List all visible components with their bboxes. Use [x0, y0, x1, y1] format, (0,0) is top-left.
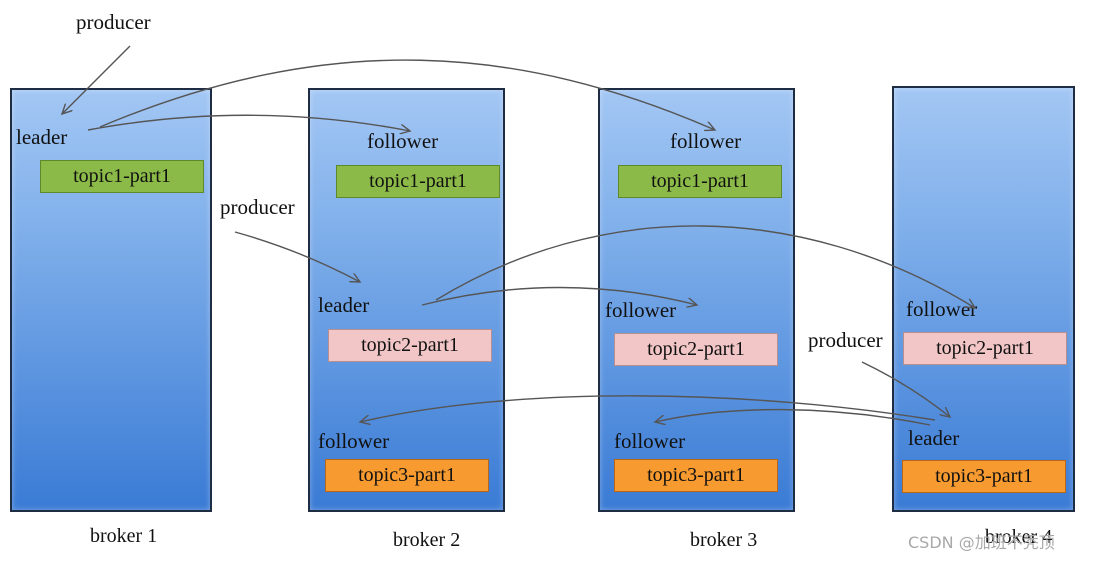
- broker-label-1: broker 1: [90, 525, 158, 547]
- broker-label-2: broker 2: [393, 529, 461, 551]
- broker-4: follower topic2-part1 leader topic3-part…: [892, 86, 1075, 512]
- broker-label-4: broker 4: [985, 526, 1053, 548]
- producer-label-middle: producer: [220, 195, 295, 219]
- leader-label: leader: [16, 125, 68, 149]
- partition-topic2-part1: topic2-part1: [328, 329, 492, 362]
- follower-label: follower: [367, 129, 439, 153]
- follower-label: follower: [605, 298, 677, 322]
- partition-topic1-part1: topic1-part1: [618, 165, 782, 198]
- broker-label-3: broker 3: [690, 529, 758, 551]
- partition-topic2-part1: topic2-part1: [614, 333, 778, 366]
- partition-topic1-part1: topic1-part1: [336, 165, 500, 198]
- leader-label: leader: [318, 293, 370, 317]
- follower-label: follower: [614, 429, 686, 453]
- producer-label-right: producer: [808, 328, 883, 352]
- partition-topic1-part1: topic1-part1: [40, 160, 204, 193]
- partition-topic3-part1: topic3-part1: [902, 460, 1066, 493]
- broker-2: follower topic1-part1 leader topic2-part…: [308, 88, 505, 512]
- producer-label-top: producer: [76, 10, 151, 34]
- follower-label: follower: [670, 129, 742, 153]
- watermark-text: CSDN @加班不秃顶: [908, 533, 1055, 552]
- partition-topic2-part1: topic2-part1: [903, 332, 1067, 365]
- leader-label: leader: [908, 426, 960, 450]
- partition-topic3-part1: topic3-part1: [325, 459, 489, 492]
- broker-3: follower topic1-part1 follower topic2-pa…: [598, 88, 795, 512]
- partition-topic3-part1: topic3-part1: [614, 459, 778, 492]
- follower-label: follower: [318, 429, 390, 453]
- broker-1: leader topic1-part1: [10, 88, 212, 512]
- follower-label: follower: [906, 297, 978, 321]
